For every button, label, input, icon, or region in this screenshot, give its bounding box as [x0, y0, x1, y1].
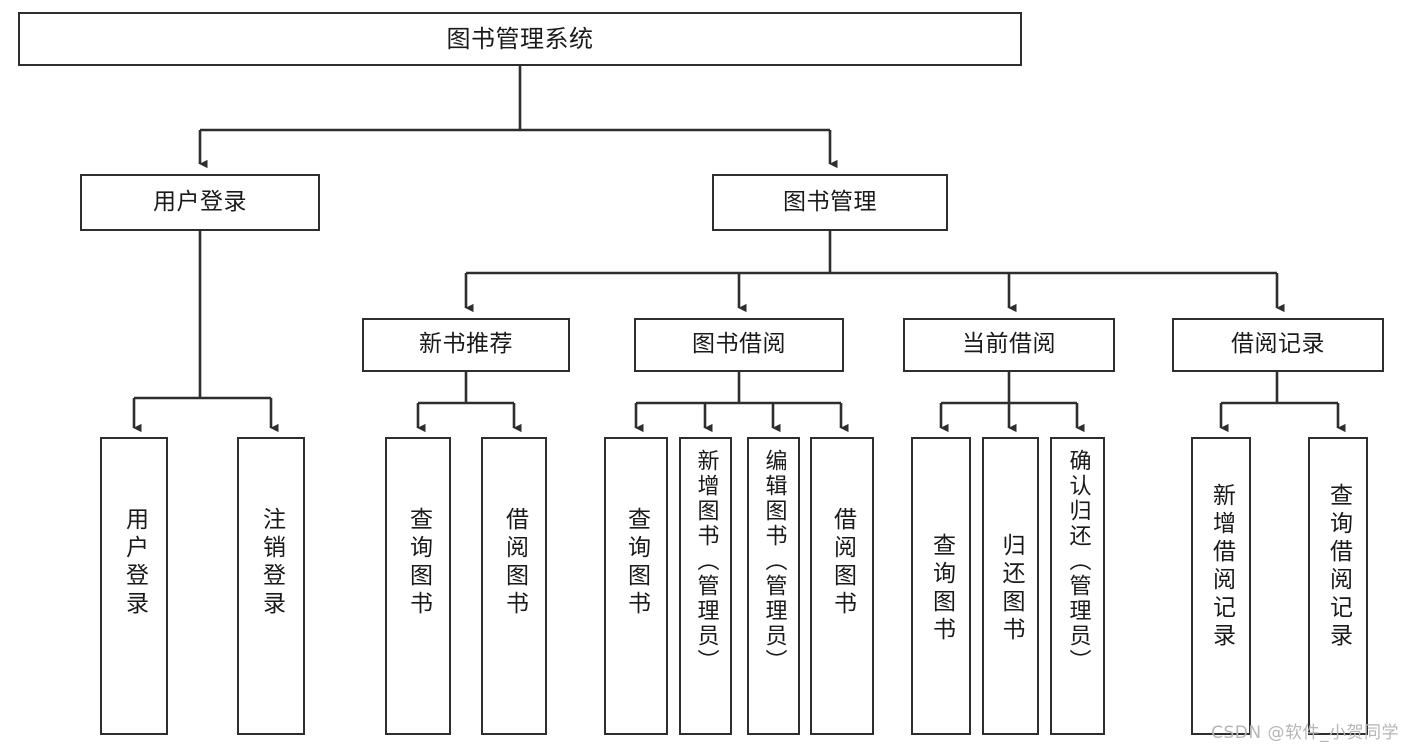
node-borrow-record-label: 借阅记录 — [1231, 331, 1325, 358]
node-leaf-borrow-book-1[interactable]: 借阅图书 — [481, 437, 547, 735]
node-leaf-borrow-book-2[interactable]: 借阅图书 — [810, 437, 874, 735]
node-leaf-confirm-return-admin[interactable]: 确认归还（管理员） — [1050, 437, 1105, 735]
node-leaf-return-book[interactable]: 归还图书 — [982, 437, 1039, 735]
node-leaf-add-borrow-record[interactable]: 新增借阅记录 — [1191, 437, 1251, 735]
node-leaf-confirm-return-admin-label: 确认归还（管理员） — [1065, 449, 1091, 674]
node-leaf-user-login-label: 用户登录 — [121, 507, 148, 619]
node-root-system-label: 图书管理系统 — [446, 24, 594, 53]
node-current-borrow[interactable]: 当前借阅 — [903, 318, 1115, 372]
node-book-manage-label: 图书管理 — [783, 188, 877, 215]
node-user-login-label: 用户登录 — [153, 188, 247, 215]
node-new-book-recommend[interactable]: 新书推荐 — [362, 318, 570, 372]
node-book-manage[interactable]: 图书管理 — [712, 174, 948, 231]
node-leaf-return-book-label: 归还图书 — [998, 533, 1024, 645]
node-leaf-query-book-2-label: 查询图书 — [623, 507, 650, 619]
node-root-system[interactable]: 图书管理系统 — [18, 12, 1022, 66]
node-leaf-query-book-1[interactable]: 查询图书 — [385, 437, 451, 735]
node-leaf-query-borrow-record[interactable]: 查询借阅记录 — [1308, 437, 1368, 735]
node-leaf-add-book-admin[interactable]: 新增图书（管理员） — [679, 437, 732, 735]
node-new-book-recommend-label: 新书推荐 — [419, 331, 513, 358]
node-leaf-logout-login[interactable]: 注销登录 — [237, 437, 305, 735]
node-leaf-borrow-book-1-label: 借阅图书 — [501, 507, 528, 619]
node-current-borrow-label: 当前借阅 — [962, 331, 1056, 358]
node-leaf-query-book-2[interactable]: 查询图书 — [604, 437, 668, 735]
node-leaf-borrow-book-2-label: 借阅图书 — [829, 507, 856, 619]
node-leaf-query-book-1-label: 查询图书 — [405, 507, 432, 619]
node-leaf-logout-login-label: 注销登录 — [258, 507, 285, 619]
node-leaf-add-book-admin-label: 新增图书（管理员） — [693, 449, 719, 674]
node-leaf-query-book-3-label: 查询图书 — [928, 533, 955, 645]
node-user-login[interactable]: 用户登录 — [80, 174, 320, 231]
node-leaf-user-login[interactable]: 用户登录 — [100, 437, 168, 735]
node-leaf-edit-book-admin-label: 编辑图书（管理员） — [761, 449, 787, 674]
node-book-borrow[interactable]: 图书借阅 — [634, 318, 844, 372]
node-leaf-query-borrow-record-label: 查询借阅记录 — [1325, 483, 1352, 651]
node-leaf-edit-book-admin[interactable]: 编辑图书（管理员） — [747, 437, 800, 735]
node-book-borrow-label: 图书借阅 — [692, 331, 786, 358]
node-leaf-query-book-3[interactable]: 查询图书 — [911, 437, 971, 735]
node-borrow-record[interactable]: 借阅记录 — [1172, 318, 1384, 372]
csdn-watermark: CSDN @软件_小贺同学 — [1211, 723, 1399, 743]
node-leaf-add-borrow-record-label: 新增借阅记录 — [1208, 483, 1235, 651]
